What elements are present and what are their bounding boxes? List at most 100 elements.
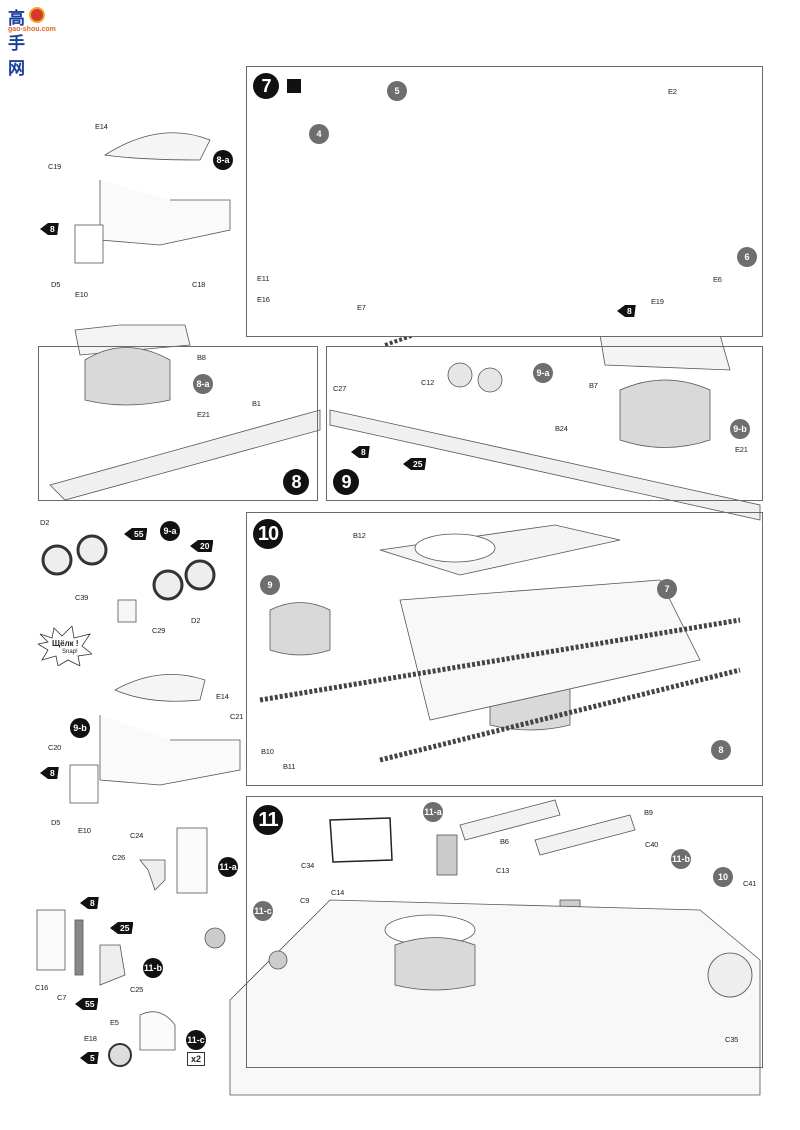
paint-code-value: 5 [90, 1053, 95, 1063]
paint-code-value: 8 [361, 447, 366, 457]
step-number-9: 9 [333, 469, 359, 495]
part-label: E14 [95, 122, 108, 131]
ref-badge-10: 10 [713, 867, 733, 887]
ref-badge-8a: 8-a [193, 374, 213, 394]
subassembly-badge-9a: 9-a [160, 521, 180, 541]
snap-callout: Щёлк ! Snap! [36, 625, 93, 667]
part-label: E10 [75, 290, 88, 299]
step-10-panel: 10 9 7 8 B12 B10 B11 [246, 512, 763, 786]
step-number-10: 10 [253, 519, 283, 549]
part-label: E18 [84, 1034, 97, 1043]
part-label: D2 [191, 616, 201, 625]
part-label: C20 [48, 743, 62, 752]
ref-badge-8: 8 [711, 740, 731, 760]
part-label: B1 [252, 399, 261, 408]
part-label: E21 [735, 445, 748, 454]
step-8-panel: 8 8-a B8 E21 B1 [38, 346, 318, 501]
paint-code: 8 [351, 446, 370, 458]
mirror-symmetric-icon [287, 79, 301, 93]
subassembly-badge-9b: 9-b [70, 718, 90, 738]
paint-code-value: 8 [50, 224, 55, 234]
paint-code-value: 55 [134, 529, 144, 539]
part-label: C25 [130, 985, 144, 994]
paint-code-value: 25 [120, 923, 130, 933]
ref-badge-7: 7 [657, 579, 677, 599]
part-label: E5 [110, 1018, 119, 1027]
part-label: B8 [197, 353, 206, 362]
subassembly-badge-11a: 11-a [218, 857, 238, 877]
part-label: B10 [261, 747, 274, 756]
part-label: C26 [112, 853, 126, 862]
part-label: C9 [300, 896, 310, 905]
part-label: D5 [51, 818, 61, 827]
watermark-chinese-text: 高手网 [8, 9, 43, 78]
part-label: E7 [357, 303, 366, 312]
snap-text-en: Snap! [62, 649, 78, 655]
part-label: C13 [496, 866, 510, 875]
paint-code: 5 [80, 1052, 99, 1064]
part-label: C29 [152, 626, 166, 635]
ref-badge-11a: 11-a [423, 802, 443, 822]
paint-code-value: 8 [50, 768, 55, 778]
part-label: C16 [35, 983, 49, 992]
part-label: C35 [725, 1035, 739, 1044]
subassembly-badge-11c: 11-c [186, 1030, 206, 1050]
paint-code: 8 [80, 897, 99, 909]
watermark-url: gao-shou.com [8, 26, 56, 33]
part-label: C19 [48, 162, 62, 171]
part-label: C24 [130, 831, 144, 840]
part-label: E16 [257, 295, 270, 304]
paint-code-value: 20 [200, 541, 210, 551]
part-label: B24 [555, 424, 568, 433]
part-label: E2 [668, 87, 677, 96]
part-label: C41 [743, 879, 757, 888]
part-label: C34 [301, 861, 315, 870]
step-7-panel: 7 5 4 6 E2 E11 E16 E7 E19 E6 8 [246, 66, 763, 337]
thumbs-up-icon [29, 7, 45, 23]
paint-code: 55 [75, 998, 99, 1010]
paint-code: 8 [40, 767, 59, 779]
part-label: B11 [283, 762, 296, 771]
watermark-logo: 高手网 gao-shou.com [4, 4, 74, 78]
paint-code: 25 [403, 458, 427, 470]
subassembly-badge-8a: 8-a [213, 150, 233, 170]
quantity-badge: x2 [187, 1052, 205, 1066]
part-label: C18 [192, 280, 206, 289]
part-label: C12 [421, 378, 435, 387]
part-label: E19 [651, 297, 664, 306]
ref-badge-4: 4 [309, 124, 329, 144]
part-label: D2 [40, 518, 50, 527]
paint-code: 25 [110, 922, 134, 934]
paint-code-value: 8 [90, 898, 95, 908]
paint-code: 8 [617, 305, 636, 317]
part-label: E11 [257, 274, 270, 283]
ref-badge-11b: 11-b [671, 849, 691, 869]
ref-badge-11c: 11-c [253, 901, 273, 921]
snap-text-ru: Щёлк ! [52, 639, 79, 648]
step-9-panel: 9 9-a 9-b C27 C12 B7 B24 E21 8 25 [326, 346, 763, 501]
part-label: C21 [230, 712, 244, 721]
paint-code-value: 25 [413, 459, 423, 469]
part-label: E6 [713, 275, 722, 284]
part-label: C7 [57, 993, 67, 1002]
part-label: B6 [500, 837, 509, 846]
paint-code-value: 55 [85, 999, 95, 1009]
ref-badge-9b: 9-b [730, 419, 750, 439]
ref-badge-9: 9 [260, 575, 280, 595]
subassembly-badge-11b: 11-b [143, 958, 163, 978]
step-number-11: 11 [253, 805, 283, 835]
paint-code: 20 [190, 540, 214, 552]
part-label: B12 [353, 531, 366, 540]
part-label: D5 [51, 280, 61, 289]
part-label: E10 [78, 826, 91, 835]
paint-code: 55 [124, 528, 148, 540]
part-label: B9 [644, 808, 653, 817]
snap-burst-icon [36, 625, 93, 667]
step-number-7: 7 [253, 73, 279, 99]
ref-badge-5: 5 [387, 81, 407, 101]
step-number-8: 8 [283, 469, 309, 495]
ref-badge-9a: 9-a [533, 363, 553, 383]
part-label: E21 [197, 410, 210, 419]
paint-code-value: 8 [627, 306, 632, 316]
paint-code: 8 [40, 223, 59, 235]
